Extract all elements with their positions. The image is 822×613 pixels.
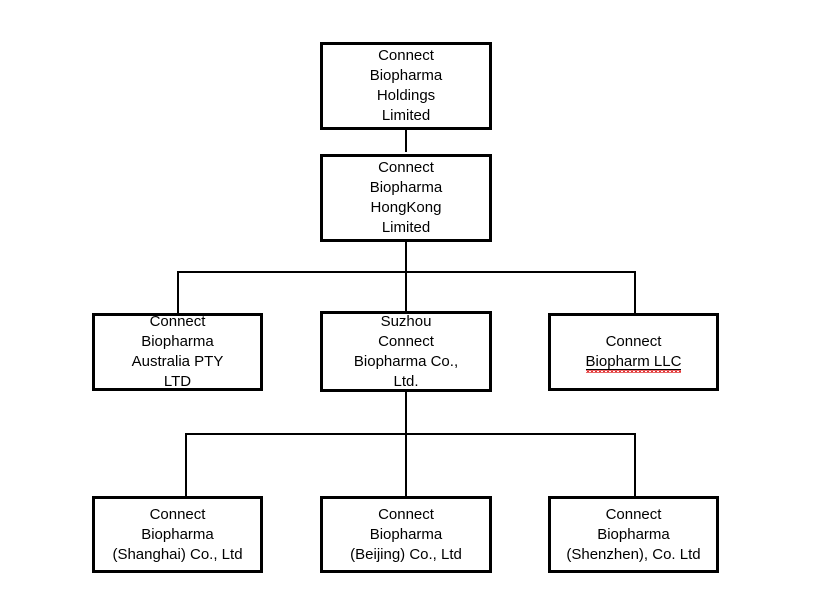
connector-drop-shenzhen [634,433,636,496]
connector-drop-llc [634,271,636,313]
org-node-shanghai-line-2: Biopharma [141,525,214,543]
org-node-holdings[interactable]: Connect Biopharma Holdings Limited [320,42,492,130]
org-node-shanghai-line-3: (Shanghai) Co., Ltd [112,545,243,563]
org-node-australia-line-3: Australia PTY [131,353,224,370]
connector-hongkong-stem [405,242,407,273]
org-node-shenzhen-line-3: (Shenzhen), Co. Ltd [566,545,701,563]
connector-bus-level4 [185,433,636,435]
org-node-hongkong-line-3: HongKong [370,199,442,216]
org-node-shenzhen-line-2: Biopharma [597,525,670,543]
connector-drop-shanghai [185,433,187,496]
text-underline [585,369,682,370]
org-node-suzhou-line-2: Connect [378,332,434,350]
org-node-beijing-line-2: Biopharma [369,525,443,543]
connector-drop-beijing [405,433,407,496]
org-node-suzhou[interactable]: Suzhou Connect Biopharma Co., Ltd. [320,311,492,392]
org-node-holdings-line-4: Limited [381,107,431,124]
org-node-beijing-line-1: Connect [378,505,434,523]
org-node-suzhou-line-4: Ltd. [393,372,419,390]
org-node-hongkong-line-2: Biopharma [369,179,443,196]
org-node-hongkong-line-1: Connect [378,159,434,176]
org-node-shenzhen[interactable]: Connect Biopharma (Shenzhen), Co. Ltd [548,496,719,573]
org-node-llc-line-2: Biopharm LLC [585,352,682,373]
org-node-australia-line-1: Connect [149,313,206,330]
org-node-australia-line-4: LTD [163,373,192,390]
org-node-hongkong[interactable]: Connect Biopharma HongKong Limited [320,154,492,242]
org-node-australia[interactable]: Connect Biopharma Australia PTY LTD [92,313,263,391]
connector-drop-suzhou [405,271,407,313]
org-node-holdings-line-2: Biopharma [369,67,443,84]
org-node-llc-line-2-text: Biopharm LLC [585,353,682,370]
org-node-holdings-line-3: Holdings [376,87,436,104]
org-node-shenzhen-line-1: Connect [605,505,662,523]
spellcheck-squiggle-icon [585,370,682,373]
org-node-suzhou-line-3: Biopharma Co., [353,352,459,370]
org-node-hongkong-line-4: Limited [381,219,431,236]
connector-suzhou-stem [405,392,407,435]
org-node-shanghai-line-1: Connect [149,505,206,523]
connector-drop-australia [177,271,179,313]
org-node-holdings-line-1: Connect [378,47,434,64]
org-node-beijing-line-3: (Beijing) Co., Ltd [350,545,462,563]
org-node-shanghai[interactable]: Connect Biopharma (Shanghai) Co., Ltd [92,496,263,573]
org-node-beijing[interactable]: Connect Biopharma (Beijing) Co., Ltd [320,496,492,573]
org-node-australia-line-2: Biopharma [141,333,214,350]
org-node-llc[interactable]: Connect Biopharm LLC [548,313,719,391]
org-node-llc-line-1: Connect [605,333,662,350]
org-node-suzhou-line-1: Suzhou [380,312,432,330]
connector-holdings-to-hongkong [405,130,407,152]
